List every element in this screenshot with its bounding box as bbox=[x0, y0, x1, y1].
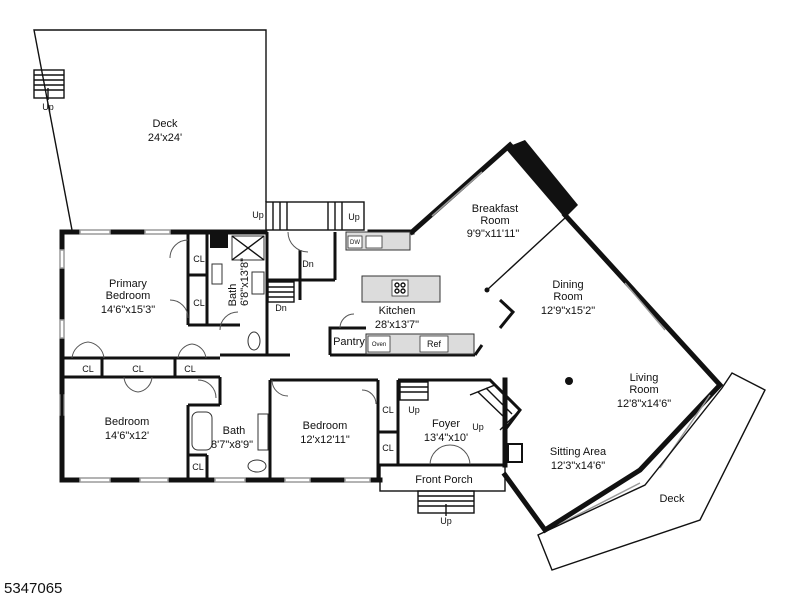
bedroom-left-name: Bedroom bbox=[105, 416, 150, 428]
dining-dim: 12'9"x15'2" bbox=[541, 305, 595, 317]
closet-label-3: CL bbox=[82, 364, 94, 374]
closet-label-5: CL bbox=[184, 364, 196, 374]
deck-top bbox=[33, 29, 267, 231]
bath-top-name: Bath bbox=[227, 284, 239, 307]
rear-steps-up-left: Up bbox=[252, 210, 264, 220]
rear-steps bbox=[265, 201, 365, 231]
doors bbox=[71, 231, 471, 466]
bedroom-mid-name: Bedroom bbox=[303, 420, 348, 432]
dining-name-2: Room bbox=[553, 291, 582, 303]
pantry-label: Pantry bbox=[333, 336, 365, 348]
deck-stairs-left bbox=[33, 69, 65, 100]
living-name-2: Room bbox=[629, 384, 658, 396]
bedroom-left-dim: 14'6"x12' bbox=[105, 430, 149, 442]
deck-top-name: Deck bbox=[152, 118, 178, 130]
primary-bedroom-dim: 14'6"x15'3" bbox=[101, 304, 155, 316]
closet-label-4: CL bbox=[132, 364, 144, 374]
deck-stairs-up-label: Up bbox=[42, 102, 54, 112]
stairs-dn-label-2: Dn bbox=[302, 259, 314, 269]
kitchen-fixtures bbox=[345, 231, 475, 355]
foyer-stairs-up-2: Up bbox=[472, 422, 484, 432]
closet-label-1: CL bbox=[193, 254, 205, 264]
fireplace bbox=[507, 443, 523, 463]
rear-steps-up-right: Up bbox=[348, 212, 360, 222]
deck-right bbox=[537, 372, 766, 571]
bath-top-dim: 6'8"x13'8" bbox=[239, 258, 251, 306]
bath-bottom-name: Bath bbox=[223, 425, 246, 437]
interior-walls bbox=[60, 217, 566, 480]
bedroom-mid-dim: 12'x12'11" bbox=[300, 434, 350, 446]
listing-id: 5347065 bbox=[4, 580, 63, 597]
living-name-1: Living bbox=[630, 372, 659, 384]
closet-label-2: CL bbox=[193, 298, 205, 308]
oven-label: Oven bbox=[372, 342, 386, 348]
foyer-dim: 13'4"x10' bbox=[424, 432, 468, 444]
sitting-area-name: Sitting Area bbox=[550, 446, 607, 458]
breakfast-name-1: Breakfast bbox=[472, 203, 518, 215]
kitchen-dim: 28'x13'7" bbox=[375, 319, 419, 331]
interior-stairs bbox=[267, 281, 521, 431]
breakfast-dim: 9'9"x11'11" bbox=[467, 228, 520, 240]
living-dim: 12'8"x14'6" bbox=[617, 398, 671, 410]
closet-label-6: CL bbox=[192, 462, 204, 472]
dishwasher-label: DW bbox=[350, 240, 360, 246]
primary-bedroom-name-2: Bedroom bbox=[106, 290, 151, 302]
sitting-area-dim: 12'3"x14'6" bbox=[551, 460, 605, 472]
ceiling-light-marker bbox=[565, 377, 573, 385]
closet-label-8: CL bbox=[382, 443, 394, 453]
dining-name-1: Dining bbox=[552, 279, 583, 291]
front-porch bbox=[379, 464, 506, 516]
deck-top-dim: 24'x24' bbox=[148, 132, 182, 144]
chimney-block bbox=[505, 140, 578, 218]
bath-bottom-dim: 8'7"x8'9" bbox=[211, 439, 253, 451]
kitchen-name: Kitchen bbox=[379, 305, 416, 317]
refrigerator-label: Ref bbox=[427, 339, 442, 349]
stairs-dn-label: Dn bbox=[275, 303, 287, 313]
cooktop-icon bbox=[391, 279, 409, 297]
foyer-name: Foyer bbox=[432, 418, 460, 430]
primary-bedroom-name-1: Primary bbox=[109, 278, 147, 290]
closet-label-7: CL bbox=[382, 405, 394, 415]
front-porch-name: Front Porch bbox=[415, 474, 472, 486]
front-porch-up: Up bbox=[440, 516, 452, 526]
breakfast-name-2: Room bbox=[480, 215, 509, 227]
deck-right-name: Deck bbox=[659, 493, 685, 505]
foyer-stairs-up: Up bbox=[408, 405, 420, 415]
bath-fixtures bbox=[191, 234, 269, 473]
